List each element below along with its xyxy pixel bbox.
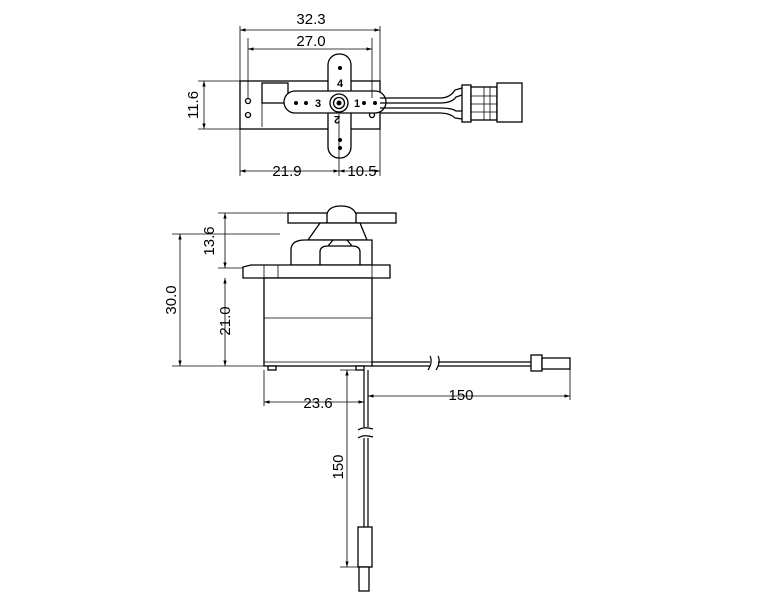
horn-label-2: 2: [334, 113, 340, 125]
top-cable: [380, 87, 463, 120]
mount-flange: [242, 264, 391, 279]
motor-body: [263, 277, 373, 367]
side-dimensions: 30.0 13.6 21.0 23.6 150 150: [163, 212, 571, 568]
dim-top-height: 11.6: [185, 91, 202, 119]
horn-label-4: 4: [337, 78, 344, 90]
dim-body-width: 23.6: [303, 395, 332, 412]
gear-top: [306, 222, 368, 241]
dim-right-offset: 10.5: [347, 163, 376, 180]
dim-mount-width: 27.0: [296, 33, 325, 50]
dim-total-height: 30.0: [163, 285, 180, 314]
dim-cable-vertical: 150: [330, 454, 347, 479]
dim-upper-height: 13.6: [201, 226, 218, 255]
mount-hole-left-bottom: [244, 111, 252, 119]
side-view: 30.0 13.6 21.0 23.6 150 150: [163, 205, 571, 592]
side-cable-vertical: [357, 370, 374, 592]
dim-overall-width: 32.3: [296, 11, 325, 28]
side-connector-v: [357, 526, 373, 568]
side-connector-h-small: [530, 354, 543, 372]
dim-left-offset: 21.9: [272, 163, 301, 180]
dim-cable-horizontal: 150: [448, 387, 473, 404]
top-connector: [461, 82, 523, 123]
servo-horn: 4 1 3 2: [283, 53, 387, 159]
side-connector-v-tail: [358, 566, 370, 592]
side-horn-hub: [326, 205, 357, 224]
dim-body-height: 21.0: [217, 306, 234, 335]
horn-label-3: 3: [315, 98, 321, 110]
mount-hole-left-top: [244, 97, 252, 105]
horn-label-1: 1: [354, 98, 360, 110]
side-connector-h: [541, 357, 571, 370]
top-view: 4 1 3 2 32.3: [185, 11, 523, 180]
side-cable-horizontal: [372, 354, 571, 372]
top-dimensions: 32.3 27.0 11.6 21.9 10.5: [185, 11, 381, 180]
